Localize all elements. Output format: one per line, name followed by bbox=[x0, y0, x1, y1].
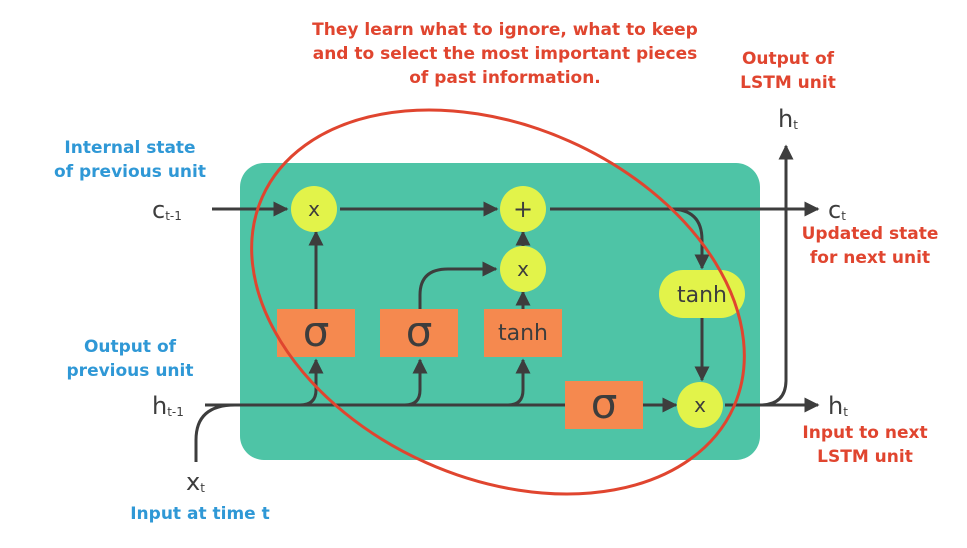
annotation-line-3: of past information. bbox=[409, 68, 601, 88]
candidate-label: tanh bbox=[498, 321, 548, 346]
input-next-line-2: LSTM unit bbox=[817, 447, 913, 467]
internal-state-line-2: of previous unit bbox=[54, 162, 206, 182]
forget-gate-symbol: σ bbox=[303, 307, 330, 356]
candidate-feed bbox=[507, 358, 531, 407]
input-time-label: Input at time t bbox=[130, 504, 270, 524]
forget-gate-feed bbox=[299, 358, 324, 407]
highlight-ellipse bbox=[250, 108, 746, 496]
output-prev-line-1: Output of bbox=[83, 337, 177, 357]
x-t-var: xt bbox=[186, 468, 205, 496]
c-prev-var: ct-1 bbox=[152, 196, 182, 224]
output-multiply-circle bbox=[677, 382, 723, 428]
input-multiply-circle bbox=[500, 246, 546, 292]
h-top-var: ht bbox=[778, 105, 798, 133]
input-multiply-op: x bbox=[517, 257, 529, 281]
output-lstm-line-1: Output of bbox=[741, 49, 835, 69]
input-gate-feed bbox=[404, 358, 428, 407]
input-next-label: Input to next LSTM unit bbox=[785, 421, 945, 469]
add-op: + bbox=[513, 195, 533, 223]
annotation-line-2: and to select the most important pieces bbox=[312, 44, 698, 64]
annotation-line-1: They learn what to ignore, what to keep bbox=[312, 20, 698, 40]
output-gate-box bbox=[565, 381, 643, 429]
updated-state-label: Updated state for next unit bbox=[790, 222, 950, 270]
output-lstm-line-2: LSTM unit bbox=[740, 73, 836, 93]
output-prev-label: Output of previous unit bbox=[50, 335, 210, 383]
output-multiply-op: x bbox=[694, 393, 706, 417]
input-gate-to-multiply-arrow bbox=[418, 261, 498, 309]
forget-gate-box bbox=[277, 309, 355, 357]
add-circle bbox=[500, 186, 546, 232]
input-gate-symbol: σ bbox=[406, 307, 433, 356]
input-next-line-1: Input to next bbox=[802, 423, 928, 443]
input-gate-box bbox=[380, 309, 458, 357]
h-up-arrow bbox=[759, 144, 794, 407]
tanh-cell-label: tanh bbox=[677, 283, 727, 308]
internal-state-line-1: Internal state bbox=[64, 138, 196, 158]
candidate-box bbox=[484, 309, 562, 357]
cell-to-tanh-arrow bbox=[669, 207, 710, 270]
h-prev-var: ht-1 bbox=[152, 392, 184, 420]
output-gate-symbol: σ bbox=[591, 379, 618, 428]
h-next-var: ht bbox=[828, 392, 848, 420]
forget-multiply-op: x bbox=[308, 197, 320, 221]
output-lstm-label: Output of LSTM unit bbox=[728, 47, 848, 95]
x-input-curve bbox=[194, 403, 236, 462]
tanh-cell-pill bbox=[659, 270, 745, 318]
output-prev-line-2: previous unit bbox=[66, 361, 194, 381]
internal-state-label: Internal state of previous unit bbox=[50, 136, 210, 184]
updated-state-line-1: Updated state bbox=[801, 224, 939, 244]
annotation-text: They learn what to ignore, what to keep … bbox=[290, 18, 720, 90]
c-next-var: ct bbox=[828, 196, 846, 224]
forget-multiply-circle bbox=[291, 186, 337, 232]
updated-state-line-2: for next unit bbox=[809, 248, 931, 268]
